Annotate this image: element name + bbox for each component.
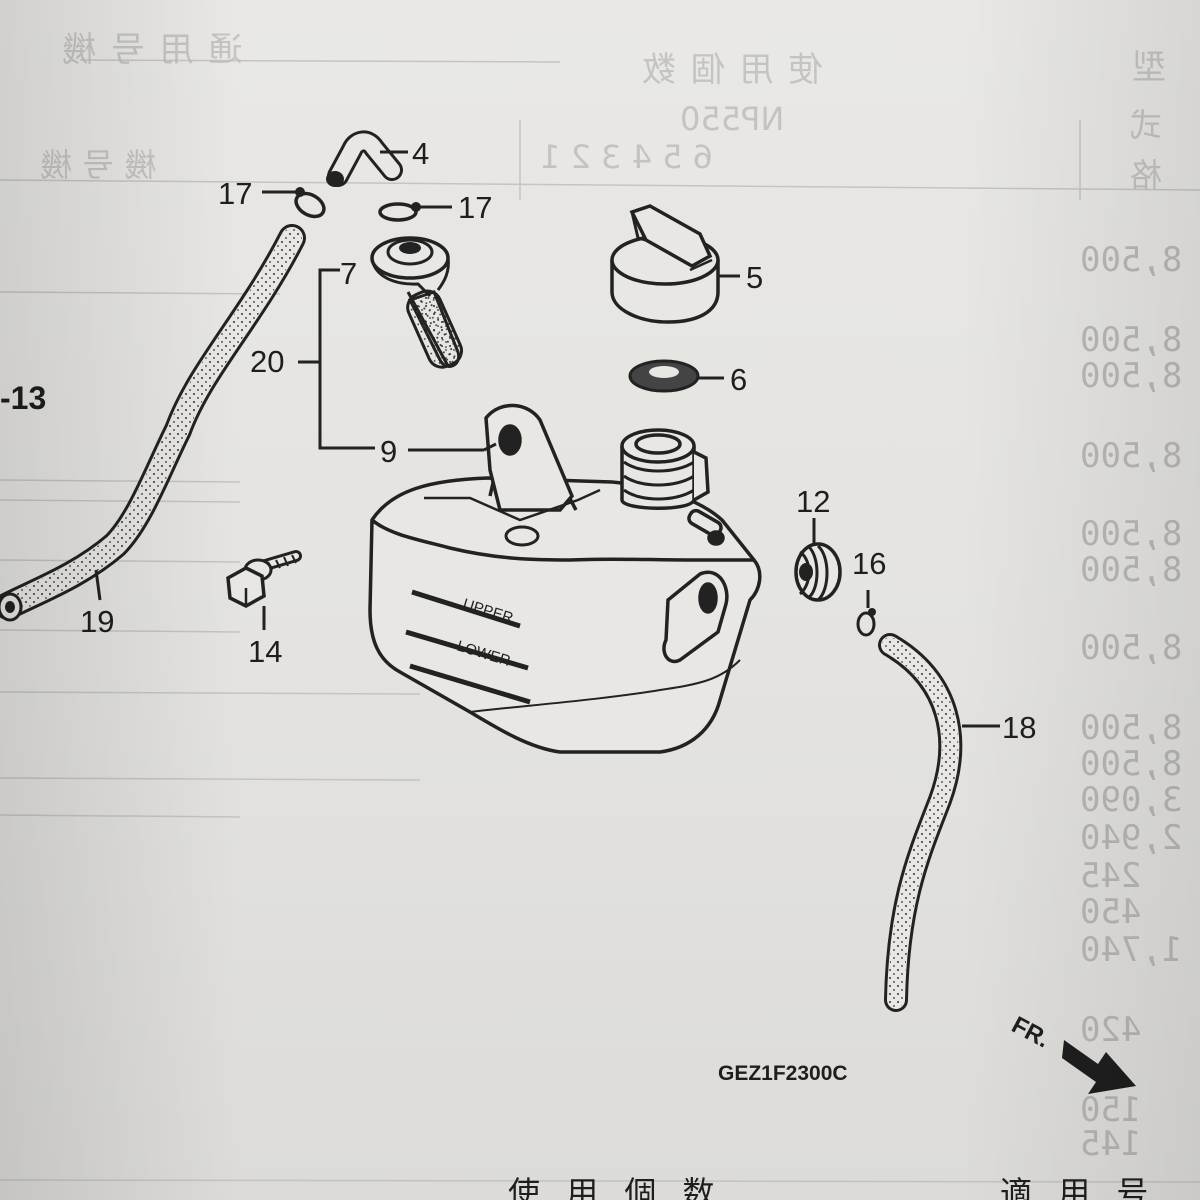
grommet-12 (794, 518, 842, 602)
hose-18 (878, 633, 1000, 1012)
figure-code: GEZ1F2300C (718, 1062, 848, 1085)
callout-18: 18 (1002, 710, 1037, 745)
callout-6: 6 (730, 362, 748, 397)
clip-17-right (378, 202, 452, 222)
callout-14: 14 (248, 634, 283, 669)
callout-20: 20 (250, 344, 285, 379)
bottom-header-quantity: 使 用 個 数 (508, 1174, 723, 1200)
front-direction-label: FR. (1007, 1011, 1054, 1053)
strainer-7 (370, 236, 464, 369)
callout-7: 7 (340, 256, 358, 291)
gasket-6 (628, 359, 724, 393)
callout-12: 12 (796, 484, 831, 519)
bleed-grid (0, 59, 1200, 1183)
elbow-tube-4 (326, 130, 408, 187)
fuel-tank-9 (368, 403, 762, 754)
bottom-header-applicable: 適 用 号 (1000, 1174, 1157, 1200)
clip-17-left (262, 187, 326, 219)
bracket-20 (298, 268, 375, 450)
tank-cap-5 (610, 204, 740, 324)
callout-ref-13: -13 (0, 380, 47, 416)
leader-9-tip (483, 442, 497, 452)
clip-16 (856, 590, 876, 637)
callout-4: 4 (412, 136, 430, 171)
hose-19 (0, 224, 306, 622)
callout-19: 19 (80, 604, 115, 639)
callout-9: 9 (380, 434, 398, 469)
bolt-14 (226, 550, 302, 630)
callout-17-left: 17 (218, 176, 253, 211)
callout-5: 5 (746, 260, 764, 295)
callout-17-right: 17 (458, 190, 493, 225)
callout-16: 16 (852, 546, 887, 581)
front-direction-arrow (1062, 1040, 1136, 1094)
